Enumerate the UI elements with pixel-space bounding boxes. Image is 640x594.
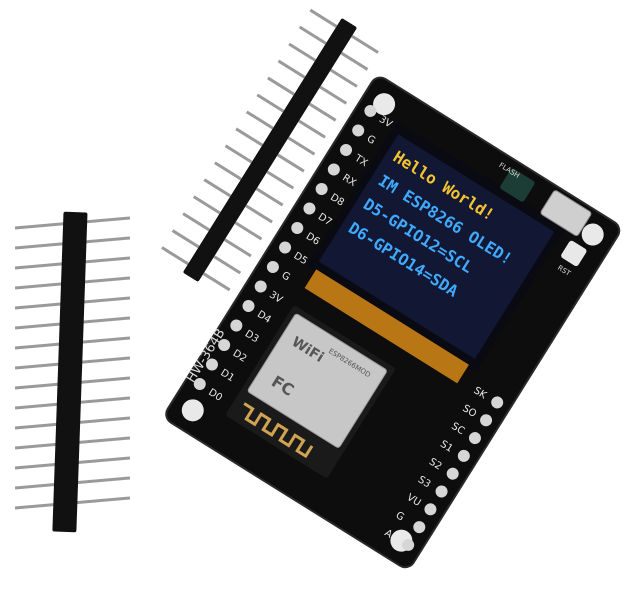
usb-port (540, 190, 592, 237)
pin-hole (279, 241, 292, 254)
pin-header-diagonal (161, 8, 379, 292)
pin-hole (230, 319, 243, 332)
oled-display (304, 123, 565, 384)
esp8266-module (226, 306, 395, 478)
pin-hole (291, 221, 304, 234)
pin-hole (435, 485, 448, 498)
pin-hole (218, 339, 231, 352)
pin-hole (303, 202, 316, 215)
pin-hole (340, 143, 353, 156)
mount-hole (373, 93, 396, 116)
pin-hole (242, 300, 255, 313)
pin-hole (254, 280, 267, 293)
pin-hole (480, 414, 493, 427)
flash-button (500, 168, 535, 202)
pin-hole (205, 358, 218, 371)
pin-hole (315, 182, 328, 195)
pin-hole (491, 396, 504, 409)
pin-hole (457, 449, 470, 462)
pin-hole (446, 467, 459, 480)
mount-hole (581, 223, 604, 246)
reset-button (561, 240, 587, 267)
pin-hole (327, 163, 340, 176)
pin-hole (352, 124, 365, 137)
pin-header-vertical (14, 211, 131, 533)
mount-hole (181, 399, 204, 422)
pin-hole (364, 104, 377, 117)
pin-hole (468, 432, 481, 445)
pin-hole (402, 538, 415, 551)
pin-hole (193, 378, 206, 391)
pin-hole (424, 503, 437, 516)
pin-hole (413, 521, 426, 534)
nodemcu-board: Hello World! IM ESP8266 OLED! D5-GPIO12=… (165, 76, 621, 569)
pin-hole (266, 260, 279, 273)
